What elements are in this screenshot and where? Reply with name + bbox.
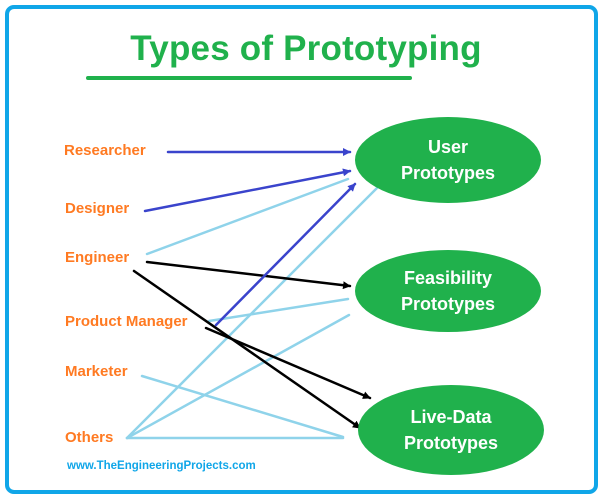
arrow-engineer-livedata (132, 269, 362, 430)
arrow-pm-user (214, 182, 357, 327)
role-others: Others (65, 429, 114, 446)
arrow-designer-user (143, 168, 352, 213)
node-live-data-line2: Prototypes (403, 433, 499, 453)
role-designer: Designer (65, 200, 130, 217)
role-marketer: Marketer (65, 363, 128, 380)
node-live-data-line1: Live-Data (410, 407, 492, 427)
diagram-title: Types of Prototyping (130, 29, 482, 68)
role-researcher: Researcher (64, 142, 146, 159)
arrow-pm-livedata (204, 326, 372, 400)
node-feasibility-line1: Feasibility (403, 268, 493, 288)
role-product-manager: Product Manager (65, 313, 188, 330)
node-feasibility-prototypes: Feasibility Prototypes (355, 250, 541, 332)
line-pm-feasibility (207, 297, 350, 323)
line-others-user (125, 185, 380, 440)
title-underline (86, 76, 412, 80)
node-user-line2: Prototypes (400, 163, 496, 183)
line-others-feasibility (125, 313, 351, 440)
node-user-prototypes: User Prototypes (355, 117, 541, 203)
line-marketer-livedata (140, 374, 345, 439)
line-engineer-user (145, 177, 350, 256)
node-feasibility-line2: Prototypes (400, 294, 496, 314)
node-user-line1: User (427, 137, 469, 157)
node-live-data-prototypes: Live-Data Prototypes (358, 385, 544, 475)
role-engineer: Engineer (65, 249, 130, 266)
arrow-engineer-feasibility (145, 260, 352, 290)
footer-website: www.TheEngineeringProjects.com (67, 460, 256, 472)
